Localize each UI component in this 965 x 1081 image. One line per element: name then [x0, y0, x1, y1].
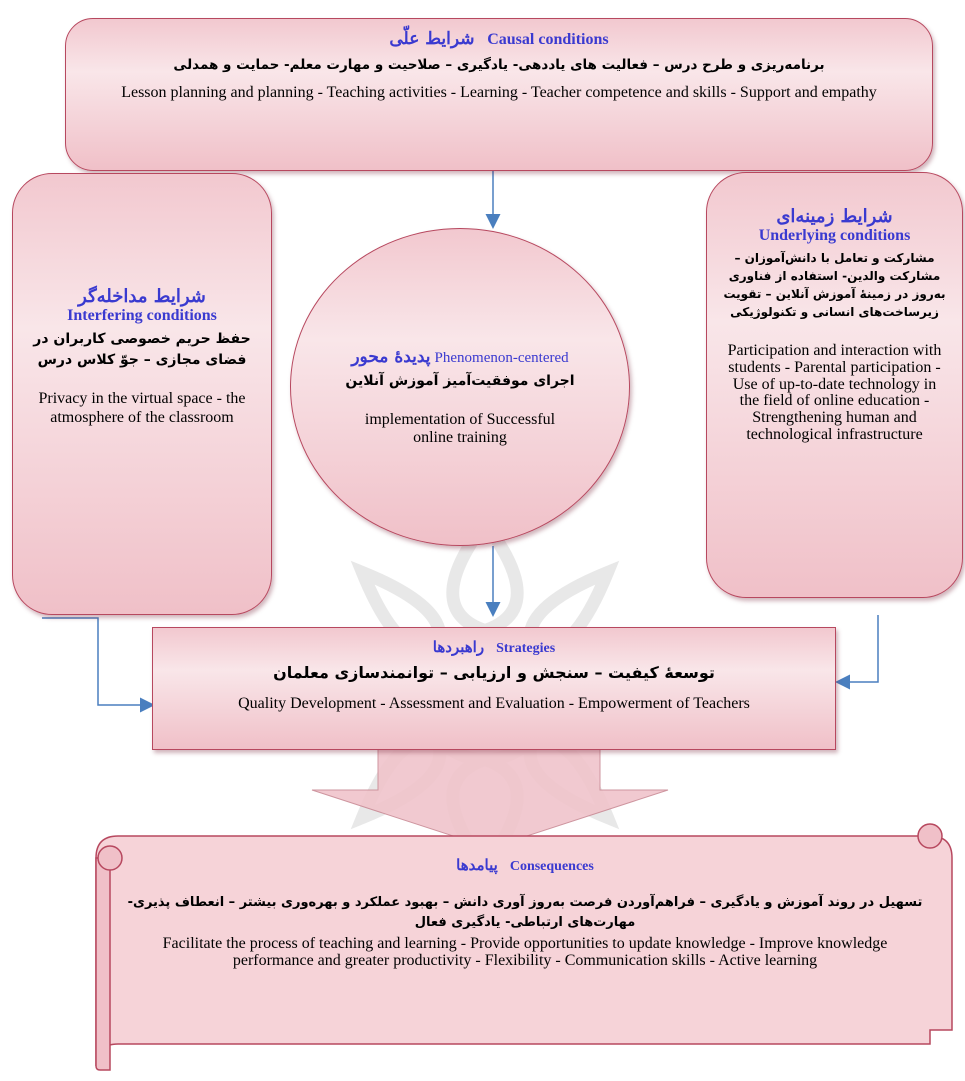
phenomenon-title-fa: پدیدهٔ محور [351, 347, 431, 367]
consequences-items-fa: تسهیل در روند آموزش و یادگیری – فراهم‌آو… [127, 895, 923, 930]
underlying-items-en: Participation and interaction with stude… [727, 342, 942, 443]
strategies-title-fa: راهبردها [432, 638, 485, 656]
arrow-interfering-to-strategies [42, 617, 155, 713]
causal-conditions-box: شرایط علّی Causal conditions برنامه‌ریزی… [65, 18, 933, 171]
interfering-conditions-box: شرایط مداخله‌گر Interfering conditions ح… [12, 173, 272, 615]
underlying-title-en: Underlying conditions [758, 227, 911, 244]
underlying-items-fa: مشارکت و تعامل با دانش‌آموزان – مشارکت و… [723, 251, 946, 319]
consequences-title-fa: پیامدها [456, 856, 498, 874]
causal-title-en: Causal conditions [487, 31, 609, 48]
strategies-title-en: Strategies [496, 641, 556, 656]
interfering-title-fa: شرایط مداخله‌گر [78, 286, 206, 307]
big-down-arrow [311, 747, 669, 849]
causal-items-en: Lesson planning and planning - Teaching … [121, 84, 877, 101]
causal-title-fa: شرایط علّی [389, 29, 475, 49]
interfering-title-en: Interfering conditions [67, 307, 217, 324]
phenomenon-title-en: Phenomenon-centered [434, 350, 569, 366]
consequences-box: پیامدها Consequences تسهیل در روند آموزش… [120, 852, 930, 1002]
consequences-title-en: Consequences [509, 859, 594, 874]
phenomenon-items-fa: اجرای موفقیت‌آمیز آموزش آنلاین [345, 373, 575, 389]
phenomenon-ellipse: پدیدهٔ محور Phenomenon-centered اجرای مو… [290, 228, 630, 546]
consequences-items-en: Facilitate the process of teaching and l… [162, 935, 888, 969]
underlying-title-fa: شرایط زمینه‌ای [776, 206, 893, 227]
interfering-items-en: Privacy in the virtual space - the atmos… [38, 390, 246, 427]
interfering-items-fa: حفظ حریم خصوصی کاربران در فضای مجازی – ج… [33, 331, 251, 368]
strategies-items-en: Quality Development - Assessment and Eva… [238, 695, 750, 712]
phenomenon-items-en: implementation of Successful online trai… [364, 411, 556, 446]
arrow-underlying-to-strategies [835, 615, 879, 690]
strategies-items-fa: توسعهٔ کیفیت – سنجش و ارزیابی – توانمندس… [273, 663, 715, 682]
causal-items-fa: برنامه‌ریزی و طرح درس – فعالیت های یادده… [173, 57, 825, 73]
consequences-scroll-shape [95, 823, 953, 1071]
underlying-conditions-box: شرایط زمینه‌ای Underlying conditions مشا… [706, 172, 963, 598]
strategies-box: راهبردها Strategies توسعهٔ کیفیت – سنجش … [152, 627, 836, 750]
